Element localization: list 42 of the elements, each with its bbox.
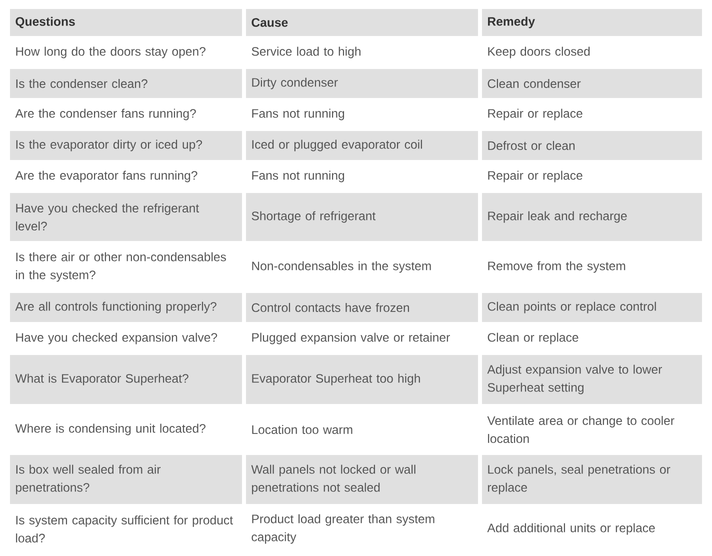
table-cell: Iced or plugged evaporator coil [246,131,478,160]
cell-text: Service load to high [252,46,360,58]
cell-text: Is system capacity sufficient for product load? [16,515,233,542]
table-cell: Evaporator Superheat too high [246,354,478,404]
table-cell: Control contacts have frozen [246,292,478,322]
header-cell: Questions [10,9,242,36]
cell-text: Remove from the system [488,261,626,273]
cell-text: Is there air or other non-condensables in the system? [16,252,226,282]
table-cell: Adjust expansion valve to lower Superheat setting [482,354,702,404]
table-cell: Shortage of refrigerant [246,193,478,241]
cell-text: How long do the doors stay open? [16,46,206,58]
cell-text: Plugged expansion valve or retainer [252,332,450,344]
table-cell: Are all controls functioning properly? [10,292,242,322]
cell-text: Are the evaporator fans running? [15,170,198,182]
table-cell: Have you checked the refrigerant level? [10,193,242,241]
cell-text: Repair or replace [488,170,582,182]
table-cell: Is the condenser clean? [10,69,242,98]
table-cell: Defrost or clean [482,131,702,160]
table-cell: Is box well sealed from air penetrations? [10,454,242,504]
cell-text: Product load greater than system capacity [252,514,434,544]
cell-text: Are the condenser fans running? [15,108,196,120]
cell-text: Clean or replace [488,332,578,344]
table-cell: Is the evaporator dirty or iced up? [10,131,242,160]
cell-text: Have you checked expansion valve? [16,332,218,344]
cell-text: Keep doors closed [488,46,590,58]
cell-text: Non-condensables in the system [252,261,431,273]
table-cell: Clean condenser [482,69,702,98]
cell-text: Ventilate area or change to cooler location [487,416,674,443]
cell-text: Add additional units or replace [487,523,655,535]
cell-text: Location too warm [252,424,352,434]
cell-text: Fans not running [252,170,344,182]
table-cell: Clean points or replace control [482,292,702,322]
table-cell: Wall panels not locked or wall penetrations not sealed [246,454,478,504]
header-cell: Cause [246,9,478,36]
cell-text: Fans not running [252,108,344,120]
table-cell: Dirty condenser [246,69,478,98]
table-cell: What is Evaporator Superheat? [10,354,242,404]
header-cell: Remedy [482,9,702,36]
cell-text: Where is condensing unit located? [15,424,206,436]
table-cell: Repair leak and recharge [482,193,702,241]
cell-text: Repair or replace [488,108,582,120]
table-cell: Lock panels, seal penetrations or replace [482,454,702,504]
